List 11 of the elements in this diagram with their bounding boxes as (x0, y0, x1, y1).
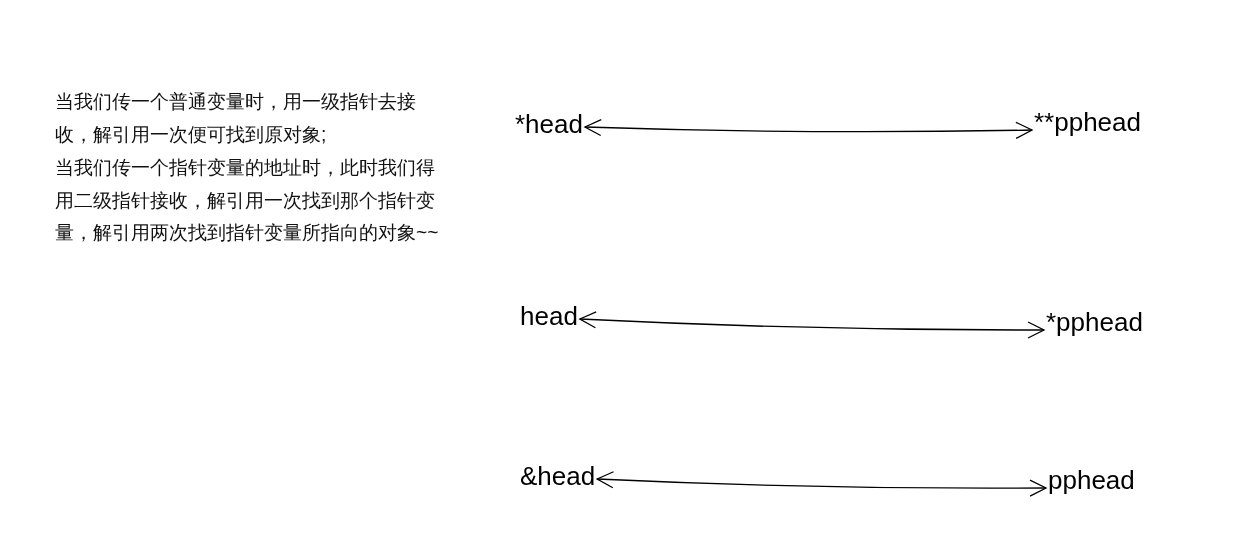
paragraph: 当我们传一个普通变量时，用一级指针去接收，解引用一次便可找到原对象; (55, 90, 417, 147)
paragraph: 当我们传一个指针变量的地址时，此时我们得用二级指针接收，解引用一次找到那个指针变量，解引用两次找到指针变量所指向的对象~~ (55, 156, 440, 245)
double-arrow (579, 311, 1045, 339)
variable-label: **pphead (1032, 107, 1143, 137)
variable-label: head (518, 301, 580, 331)
double-arrow (584, 118, 1033, 139)
double-arrow (596, 471, 1047, 497)
variable-label: *pphead (1044, 307, 1145, 337)
variable-label: pphead (1046, 465, 1137, 495)
variable-label: &head (518, 461, 598, 491)
variable-label: *head (513, 109, 585, 139)
